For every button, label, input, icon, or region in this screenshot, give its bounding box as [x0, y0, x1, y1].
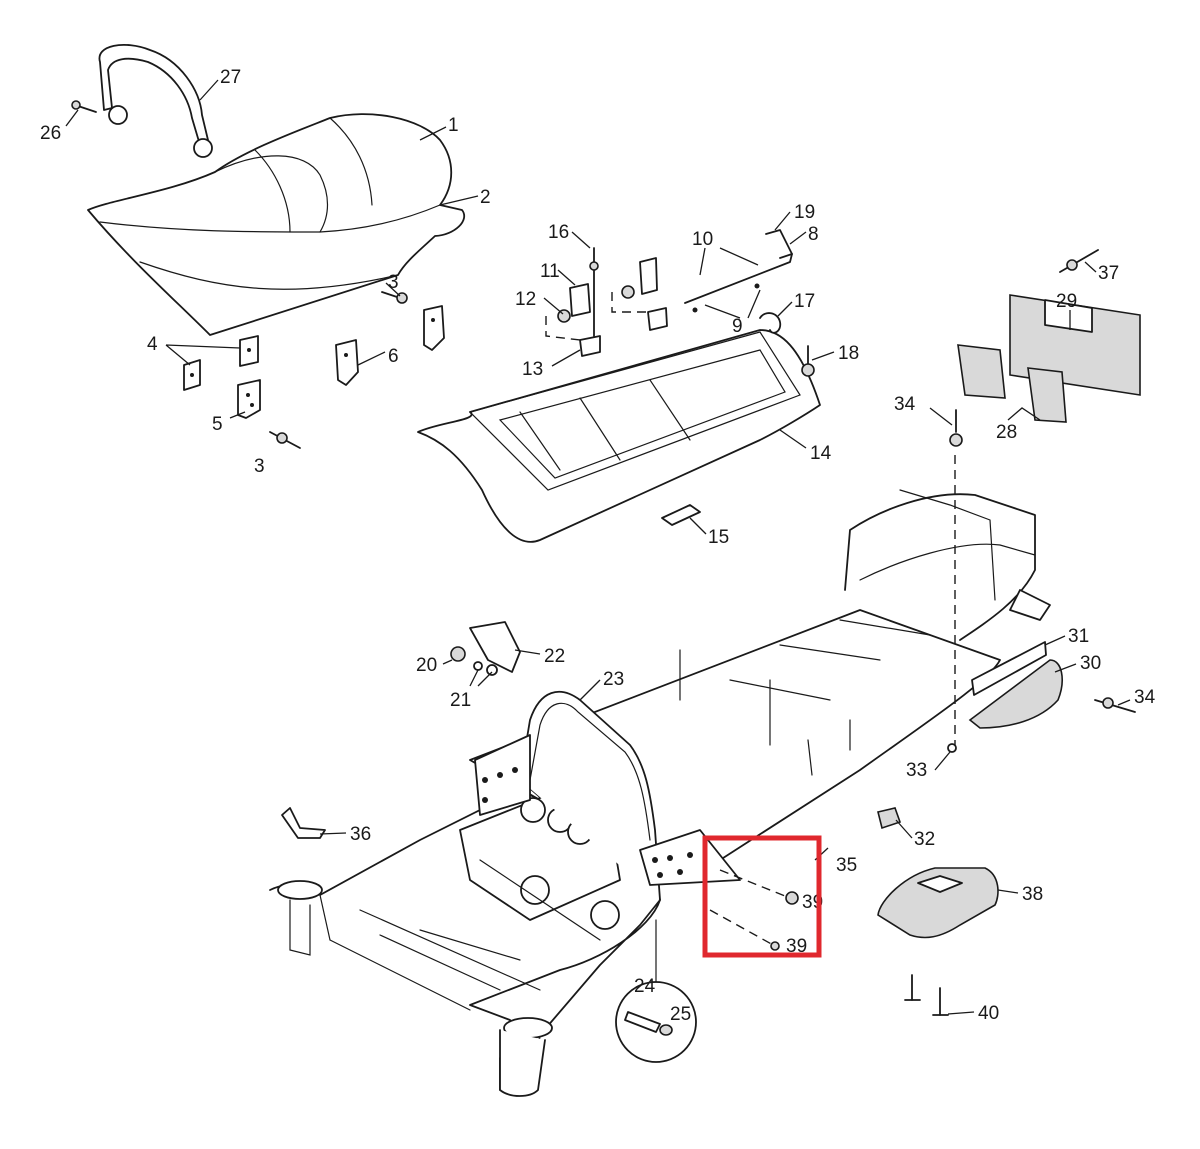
cover-38: [877, 867, 999, 939]
callout-4: 4: [147, 334, 158, 355]
screws-40: [904, 974, 949, 1016]
rear-rack: [844, 489, 1051, 641]
steering-hoop: [519, 690, 661, 901]
callout-37: 37: [1098, 263, 1119, 284]
detail-inset-24-25: [615, 919, 697, 1063]
seat-bracket-5: [237, 379, 261, 419]
storage-tray: [417, 329, 821, 543]
callout-6: 6: [388, 346, 399, 367]
washer-33: [947, 743, 957, 753]
callout-30: 30: [1080, 653, 1101, 674]
seat-bracket-4: [183, 335, 259, 391]
callout-38: 38: [1022, 884, 1043, 905]
callout-36: 36: [350, 824, 371, 845]
bracket-36: [281, 807, 326, 839]
callout-22: 22: [544, 646, 565, 667]
bumper-strip-31: [971, 641, 1047, 696]
rivet-37: [1059, 249, 1099, 273]
grab-strap: [98, 43, 213, 158]
clip-15: [661, 504, 701, 526]
callout-35: 35: [836, 855, 857, 876]
callout-19: 19: [794, 202, 815, 223]
rivet-34-side: [1094, 697, 1136, 713]
callout-18: 18: [838, 343, 859, 364]
side-plate-left: [474, 734, 531, 816]
callout-40: 40: [978, 1003, 999, 1024]
callout-39: 39: [786, 936, 807, 957]
callout-12: 12: [515, 289, 536, 310]
callout-5: 5: [212, 414, 223, 435]
washers-21: [473, 661, 498, 676]
callout-13: 13: [522, 359, 543, 380]
callout-31: 31: [1068, 626, 1089, 647]
callout-25: 25: [670, 1004, 691, 1025]
callout-32: 32: [914, 829, 935, 850]
callout-24: 24: [634, 976, 656, 997]
latch-hardware: [545, 229, 815, 377]
callout-16: 16: [548, 222, 569, 243]
callout-labels: 1 2 3 3 4 5 6 8 9 10 11 12 13 14 15 16 1…: [40, 67, 1156, 1025]
assembly-lines: [709, 455, 956, 947]
callout-33: 33: [906, 760, 927, 781]
callout-27: 27: [220, 67, 241, 88]
callout-26: 26: [40, 123, 61, 144]
callout-20: 20: [416, 655, 437, 676]
bracket-22: [469, 621, 521, 673]
callout-14: 14: [810, 443, 832, 464]
callout-29: 29: [1056, 291, 1077, 312]
seat-bracket-6: [335, 305, 445, 386]
rivet-34-top: [949, 409, 963, 447]
callout-21: 21: [450, 690, 471, 711]
callout-34: 34: [894, 394, 916, 415]
leader-lines: [65, 79, 1131, 1015]
callout-28: 28: [996, 422, 1017, 443]
callout-3: 3: [254, 456, 265, 477]
side-plate-right: [639, 829, 741, 886]
callout-9: 9: [732, 316, 743, 337]
callout-11: 11: [540, 261, 560, 282]
callout-8: 8: [808, 224, 819, 245]
grommet-32: [877, 807, 902, 830]
seat-cushion: [87, 113, 465, 336]
nut-20: [450, 646, 466, 662]
callout-10: 10: [692, 229, 713, 250]
callout-1: 1: [448, 115, 459, 136]
callout-3: 3: [388, 272, 399, 293]
screw-26: [71, 100, 97, 113]
callout-2: 2: [480, 187, 491, 208]
nut-39-lower: [770, 941, 780, 951]
callout-17: 17: [794, 291, 815, 312]
callout-23: 23: [603, 669, 624, 690]
callout-34: 34: [1134, 687, 1156, 708]
bumper-cap-30: [968, 659, 1063, 729]
highlight-box: [702, 835, 822, 958]
callout-15: 15: [708, 527, 729, 548]
flaps-28: [957, 344, 1067, 423]
nut-39-upper: [785, 891, 799, 905]
